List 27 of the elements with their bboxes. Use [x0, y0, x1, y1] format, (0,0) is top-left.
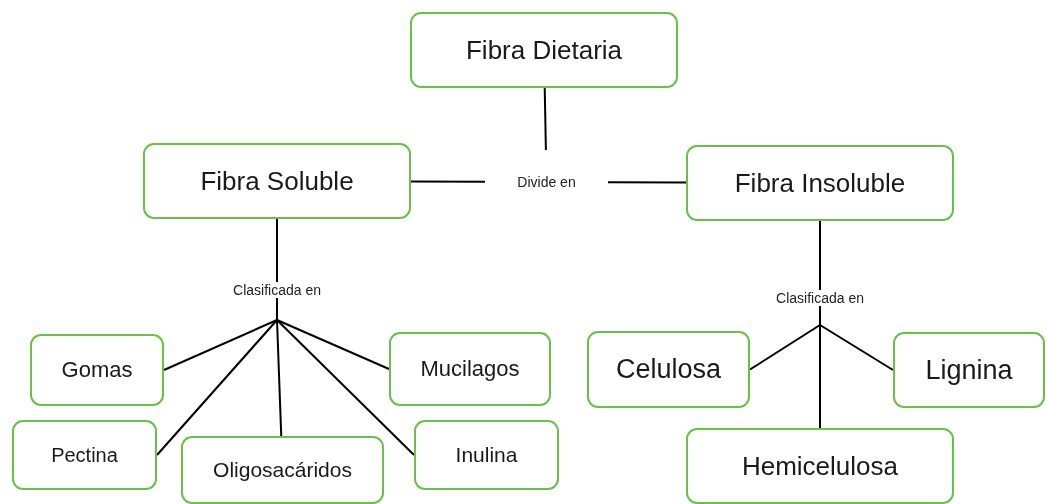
connector-line: [276, 218, 278, 321]
connector-line: [276, 319, 415, 456]
concept-box: Oligosacáridos: [181, 436, 384, 504]
connector-label: Clasificada en: [233, 282, 321, 298]
connector-line: [543, 87, 547, 151]
connector-line: [819, 324, 894, 371]
connector-line: [276, 319, 390, 370]
connector-line: [156, 319, 278, 456]
connector-line: [276, 319, 283, 437]
concept-box: Lignina: [893, 332, 1045, 408]
connector-label: Clasificada en: [776, 290, 864, 306]
connector-line: [819, 220, 821, 326]
concept-box: Gomas: [30, 334, 164, 406]
concept-box: Celulosa: [587, 331, 750, 408]
connector-line: [607, 181, 687, 184]
concept-box: Pectina: [12, 420, 157, 490]
connector-line: [819, 324, 821, 429]
concept-box: Inulina: [414, 420, 559, 490]
connector-label: Divide en: [517, 174, 576, 190]
concept-box: Fibra Soluble: [143, 143, 411, 219]
connector-line: [749, 324, 821, 371]
connector-line: [410, 180, 486, 183]
concept-box: Hemicelulosa: [686, 428, 954, 504]
connector-line: [163, 319, 278, 371]
concept-box: Mucilagos: [389, 332, 551, 406]
concept-box: Fibra Dietaria: [410, 12, 678, 88]
concept-box: Fibra Insoluble: [686, 145, 954, 221]
